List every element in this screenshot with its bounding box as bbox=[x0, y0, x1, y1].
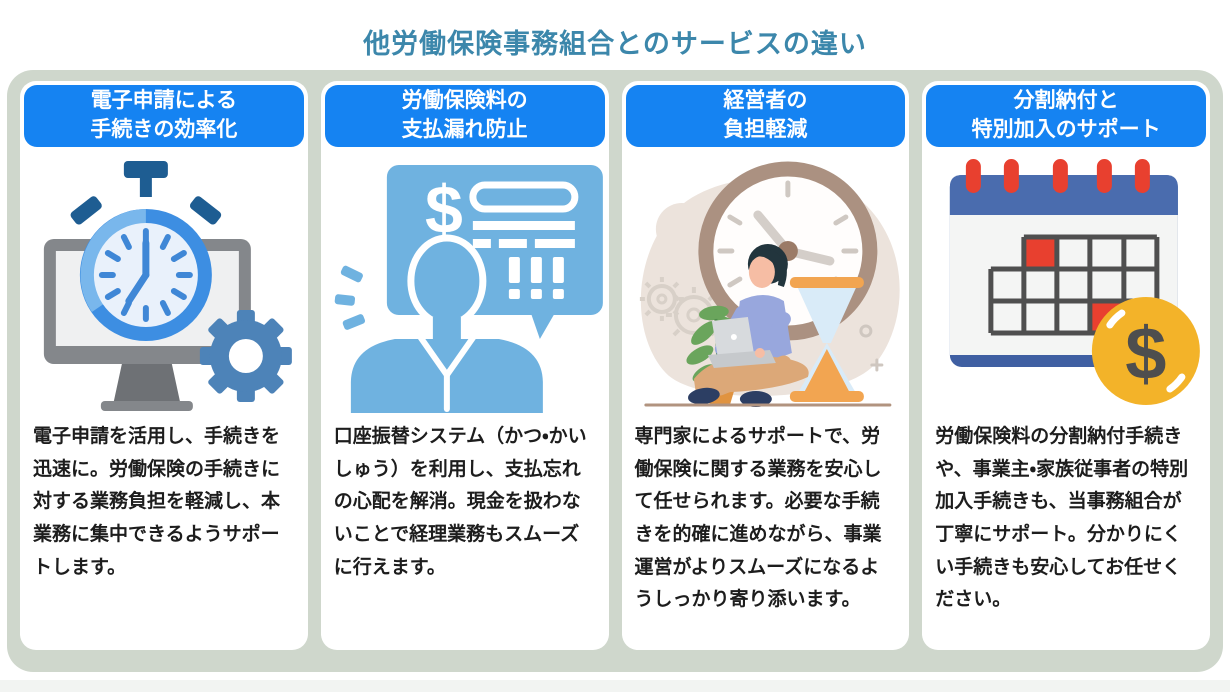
person-figure bbox=[350, 234, 543, 413]
billing-illustration: $ bbox=[334, 165, 603, 413]
deco-plus bbox=[869, 358, 883, 372]
hourglass-icon bbox=[789, 277, 864, 402]
card-body-text: 電子申請を活用し、手続きを迅速に。労働保険の手続きに対する業務負担を軽減し、本業… bbox=[33, 426, 281, 578]
monitor-stopwatch-gear-illustration bbox=[20, 151, 308, 413]
card-payment-miss-prevention: 労働保険料の 支払漏れ防止 $ bbox=[320, 81, 609, 650]
card-header: 分割納付と 特別加入のサポート bbox=[926, 85, 1206, 147]
card-installment-support: 分割納付と 特別加入のサポート bbox=[922, 81, 1210, 650]
card-manager-burden-reduction: 経営者の 負担軽減 bbox=[621, 81, 910, 650]
card-header: 経営者の 負担軽減 bbox=[625, 85, 906, 147]
card-body-text: 労働保険料の分割納付手続きや、事業主・家族従事者の特別加入手続きも、当事務組合が… bbox=[935, 426, 1189, 611]
deco-circle bbox=[858, 324, 872, 338]
relaxed-worker-illustration bbox=[622, 151, 910, 413]
card-header: 電子申請による 手続きの効率化 bbox=[24, 85, 304, 147]
gear-icon bbox=[199, 310, 292, 402]
coin-dollar-sign: $ bbox=[1126, 312, 1167, 395]
comparison-panel: 電子申請による 手続きの効率化 bbox=[7, 70, 1223, 672]
calendar-coin-illustration: $ bbox=[922, 151, 1210, 413]
installment-illustration: $ bbox=[950, 159, 1201, 405]
person-with-laptop bbox=[687, 244, 809, 407]
amount-dashes bbox=[508, 257, 564, 299]
efficiency-illustration bbox=[43, 161, 292, 411]
card-header: 労働保険料の 支払漏れ防止 bbox=[324, 85, 605, 147]
emphasis-dashes bbox=[334, 265, 365, 330]
stopwatch-icon bbox=[70, 161, 222, 341]
burden-reduction-illustration bbox=[639, 161, 900, 407]
card-body-text: 口座振替システム（かつ・かいしゅう）を利用し、支払忘れの心配を解消。現金を扱わな… bbox=[333, 426, 587, 578]
calendar-rings bbox=[966, 159, 1151, 193]
card-e-application: 電子申請による 手続きの効率化 bbox=[20, 81, 308, 650]
next-section-edge bbox=[0, 680, 1230, 692]
page-title: 他労働保険事務組合とのサービスの違い bbox=[363, 29, 867, 59]
person-billing-illustration: $ bbox=[321, 151, 609, 413]
coin-icon: $ bbox=[1092, 297, 1201, 405]
card-body-text: 専門家によるサポートで、労働保険に関する業務を安心して任せられます。必要な手続き… bbox=[634, 426, 882, 611]
